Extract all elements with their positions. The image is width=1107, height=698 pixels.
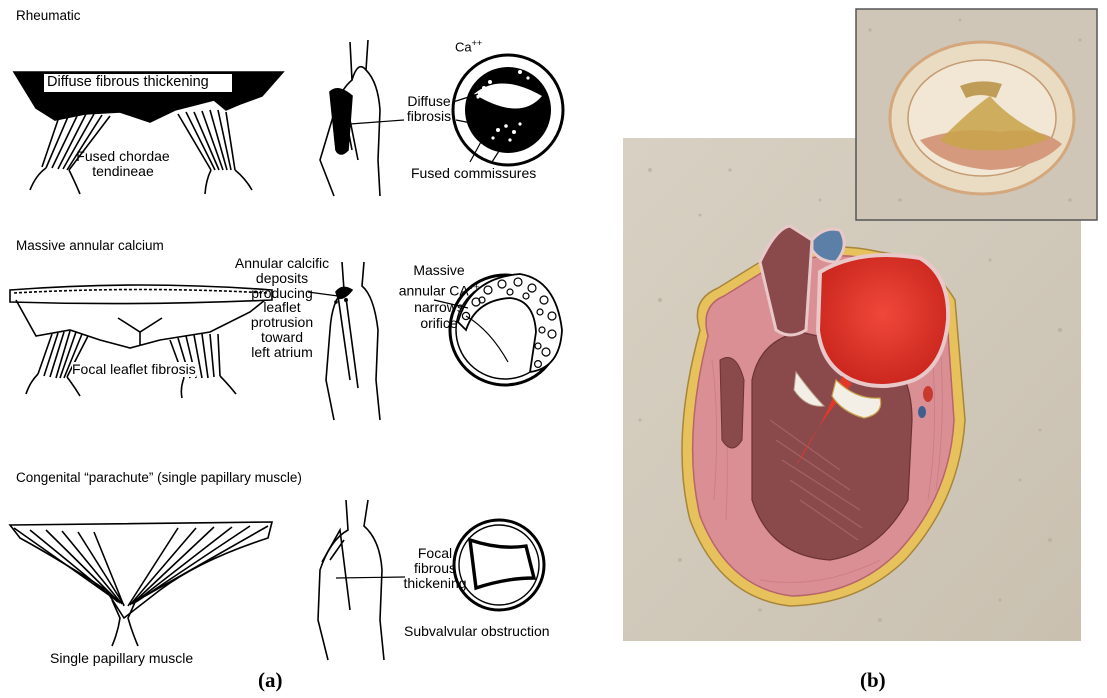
valve-inset — [856, 9, 1097, 220]
coronary-vein — [918, 406, 926, 418]
panel-b-caption: (b) — [860, 668, 886, 693]
right-ventricle-cavity — [720, 358, 744, 449]
left-atrium-blood — [818, 255, 948, 386]
pulmonary-vessel — [812, 229, 844, 262]
coronary-artery — [923, 386, 933, 402]
